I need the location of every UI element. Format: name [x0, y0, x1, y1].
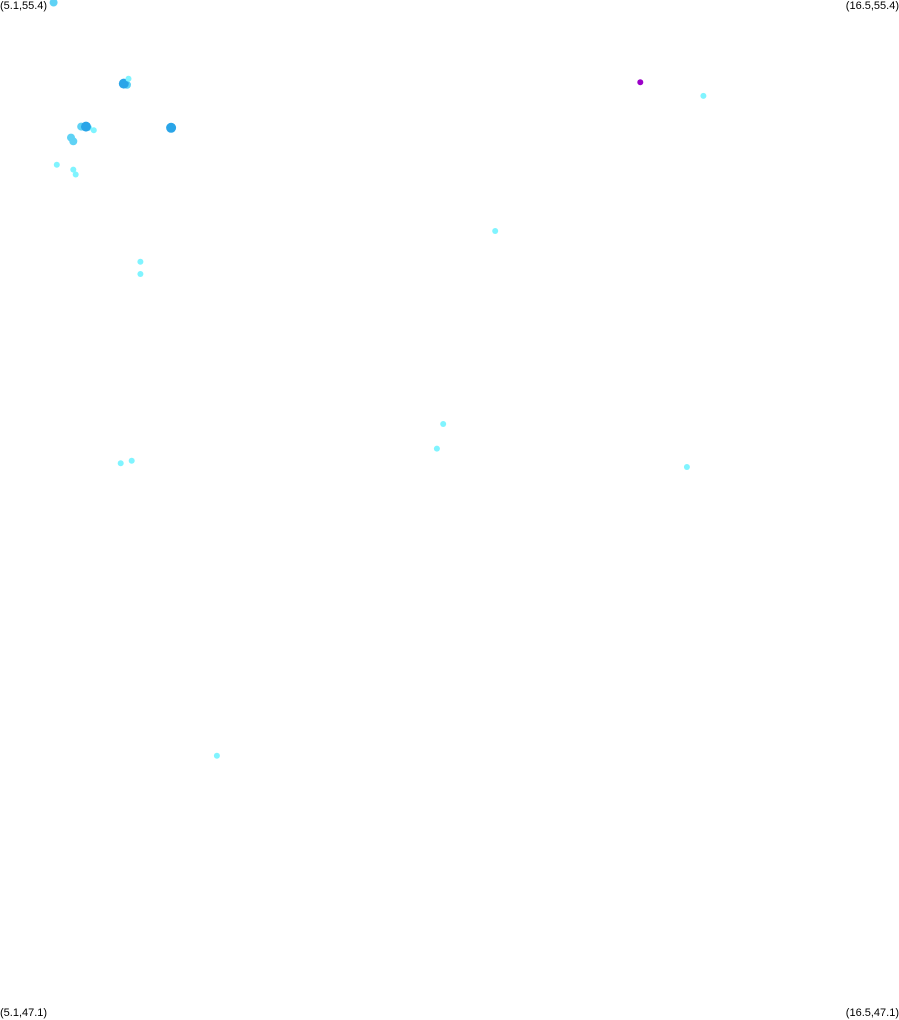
corner-label-top-right: (16.5,55.4)	[845, 0, 899, 12]
echo-cell-2	[118, 78, 129, 89]
echo-cell-18	[117, 460, 124, 467]
echo-cell-0	[49, 0, 58, 7]
echo-cell-13	[53, 161, 60, 168]
echo-cell-21	[213, 752, 220, 759]
echo-cell-22	[492, 228, 499, 234]
echo-cell-14	[137, 258, 144, 265]
corner-label-bottom-right: (16.5,47.1)	[845, 1007, 899, 1019]
echo-cell-23	[700, 92, 707, 99]
echo-cell-12	[72, 171, 79, 178]
echo-cell-17	[433, 445, 440, 452]
echo-cell-11	[70, 166, 77, 173]
echo-cell-20	[683, 464, 690, 470]
echo-cell-19	[128, 457, 135, 464]
corner-label-bottom-left: (5.1,47.1)	[0, 1007, 48, 1019]
echo-cell-16	[440, 421, 447, 427]
echo-cell-7	[90, 127, 97, 134]
corner-label-top-left: (5.1,55.4)	[0, 0, 48, 12]
echo-cell-24	[637, 79, 644, 86]
echo-cell-15	[137, 271, 144, 277]
echo-cell-3	[125, 75, 132, 82]
echo-cell-8	[166, 122, 177, 133]
echo-cell-10	[69, 137, 78, 146]
echo-cell-6	[81, 121, 91, 132]
